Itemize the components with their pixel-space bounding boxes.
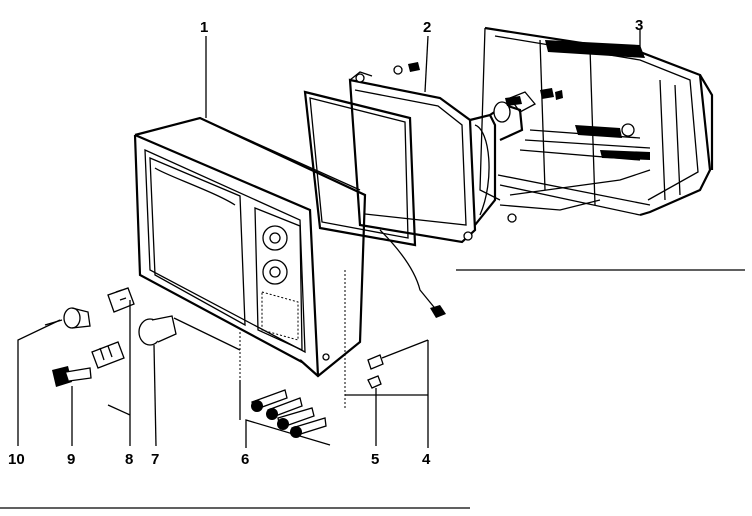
callout-9: 9 bbox=[67, 451, 75, 468]
channel-knob-part bbox=[138, 315, 241, 351]
callout-8: 8 bbox=[125, 451, 133, 468]
leader-lines bbox=[17, 30, 641, 448]
rear-chassis-part bbox=[479, 26, 714, 217]
cabinet-front-part bbox=[133, 116, 367, 410]
tube-socket-part bbox=[393, 62, 563, 223]
callout-3: 3 bbox=[635, 17, 643, 34]
callout-1: 1 bbox=[200, 19, 208, 36]
tube-mask-frame bbox=[303, 90, 446, 318]
round-knob-part bbox=[44, 307, 91, 329]
callout-2: 2 bbox=[423, 19, 431, 36]
key-knob-part bbox=[52, 366, 92, 387]
knob-pair-part bbox=[91, 287, 135, 369]
callout-5: 5 bbox=[371, 451, 379, 468]
screw-pin-part bbox=[367, 339, 429, 370]
screw-set-part bbox=[251, 389, 327, 438]
callout-4: 4 bbox=[422, 451, 431, 468]
picture-tube-part bbox=[348, 71, 524, 244]
small-screw-part bbox=[367, 375, 382, 389]
callout-6: 6 bbox=[241, 451, 249, 468]
callout-7: 7 bbox=[151, 451, 159, 468]
callout-10: 10 bbox=[8, 451, 25, 468]
